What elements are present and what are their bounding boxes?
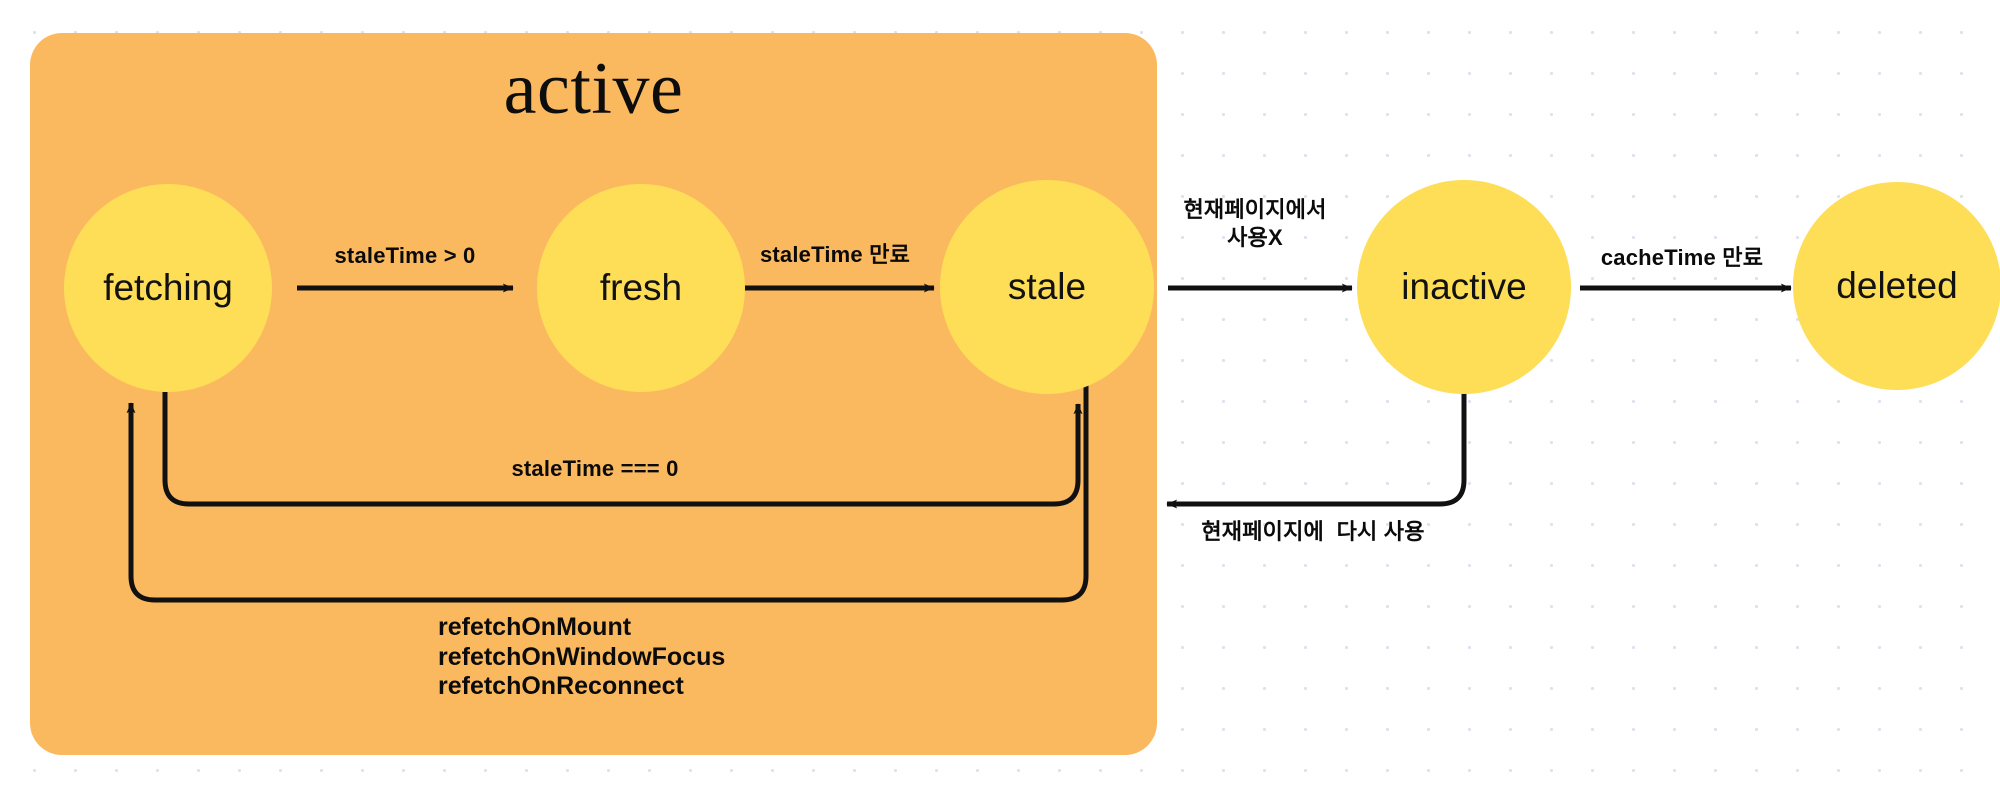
node-fetching[interactable]: fetching <box>64 184 272 392</box>
edge-inactive-stale-back <box>1166 378 1467 509</box>
edge-label-reused-current-page: 현재페이지에 다시 사용 <box>1201 519 1425 544</box>
refetch-triggers-label: refetchOnMount refetchOnWindowFocus refe… <box>438 613 725 702</box>
edge-label-not-used-current-page-line1: 현재페이지에서 <box>1183 197 1327 222</box>
refetch-on-mount-label: refetchOnMount <box>438 613 632 641</box>
edge-label-staletime-eq-zero: staleTime === 0 <box>511 456 679 481</box>
refetch-on-reconnect-label: refetchOnReconnect <box>438 672 684 700</box>
node-fetching-label: fetching <box>103 267 233 308</box>
node-fresh[interactable]: fresh <box>537 184 745 392</box>
node-deleted[interactable]: deleted <box>1793 182 2000 390</box>
node-deleted-label: deleted <box>1836 265 1958 306</box>
edge-label-cachetime-expired: cacheTime 만료 <box>1600 245 1764 270</box>
node-fresh-label: fresh <box>599 267 683 308</box>
node-inactive-label: inactive <box>1401 266 1527 307</box>
node-stale[interactable]: stale <box>940 180 1154 394</box>
edge-label-staletime-expired: staleTime 만료 <box>759 242 911 267</box>
edge-label-staletime-gt-zero: staleTime > 0 <box>334 243 476 268</box>
node-stale-label: stale <box>1007 266 1087 307</box>
node-inactive[interactable]: inactive <box>1357 180 1571 394</box>
active-group-title: active <box>503 48 684 130</box>
refetch-on-window-focus-label: refetchOnWindowFocus <box>438 642 726 671</box>
edge-label-not-used-current-page-line2: 사용X <box>1227 225 1283 250</box>
